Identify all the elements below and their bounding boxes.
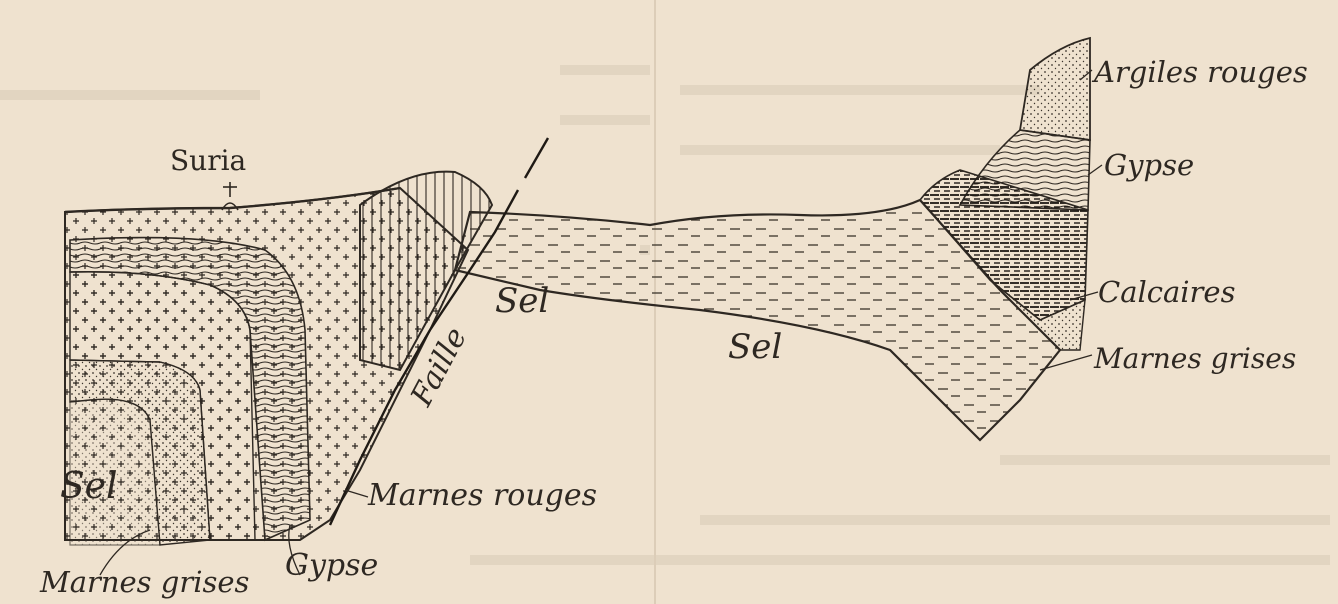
label-sel-left: Sel xyxy=(60,466,117,507)
label-suria: Suria xyxy=(170,144,246,177)
label-gypse-left: Gypse xyxy=(285,548,378,583)
label-gypse-right: Gypse xyxy=(1104,148,1194,182)
argiles-rouges-layer xyxy=(1020,38,1090,140)
label-marnes-grises-right: Marnes grises xyxy=(1093,342,1296,375)
label-argiles-rouges: Argiles rouges xyxy=(1091,55,1308,89)
label-marnes-rouges: Marnes rouges xyxy=(367,478,597,513)
label-sel-right: Sel xyxy=(728,327,782,367)
label-sel-center: Sel xyxy=(495,281,549,321)
label-marnes-grises-left: Marnes grises xyxy=(39,565,249,599)
label-calcaires: Calcaires xyxy=(1098,275,1235,309)
suria-marker xyxy=(222,182,238,210)
